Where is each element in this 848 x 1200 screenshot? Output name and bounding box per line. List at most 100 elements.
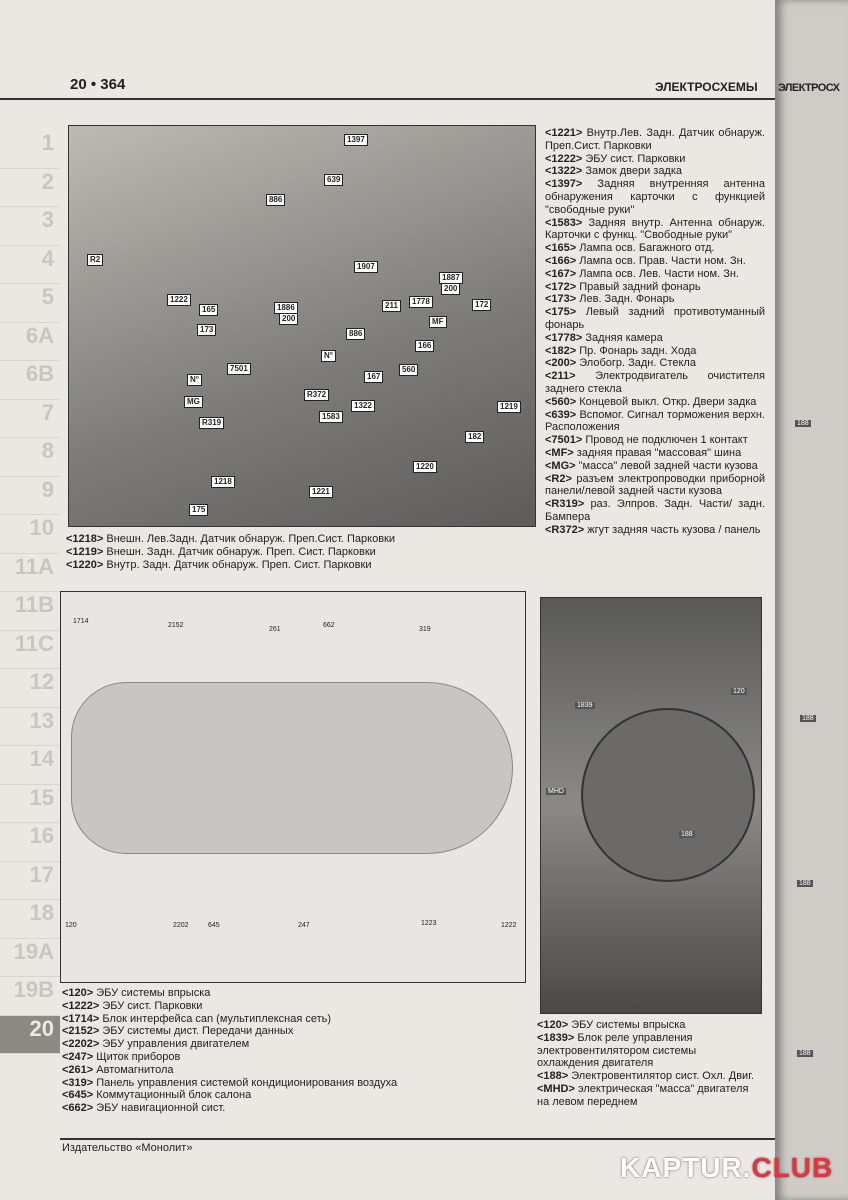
legend-text: Внутр. Задн. Датчик обнаруж. Преп. Сист.…	[106, 558, 372, 571]
legend-item: <MG> "масса" левой задней части кузова	[545, 460, 765, 473]
legend-code: <319>	[62, 1076, 94, 1089]
chapter-tab: 8	[0, 438, 60, 477]
legend-text: Замок двери задка	[585, 165, 683, 178]
legend-text: ЭБУ сист. Парковки	[585, 152, 686, 165]
legend-rear-sensors: <1218> Внешн. Лев.Задн. Датчик обнаруж. …	[66, 533, 395, 571]
legend-item: <261> Автомагнитола	[62, 1064, 397, 1077]
callout-label: 2202	[173, 922, 189, 929]
callout-label: 188	[797, 880, 813, 887]
legend-text: Задняя внутр. Антенна обнаруж. Карточки …	[545, 216, 765, 242]
watermark-part1: KAPTUR.	[620, 1152, 752, 1183]
chapter-tab: 18	[0, 900, 60, 939]
legend-item: <188> Электровентилятор сист. Охл. Двиг.	[537, 1070, 759, 1083]
legend-code: <120>	[62, 987, 94, 999]
callout-label: N°	[321, 350, 336, 362]
callout-label: 172	[472, 299, 492, 311]
legend-code: <1322>	[545, 165, 583, 178]
chapter-tab: 20	[0, 1015, 60, 1054]
legend-item: <639> Вспомог. Сигнал торможения верхн. …	[545, 409, 765, 435]
legend-code: <167>	[545, 267, 577, 280]
footer-rule	[60, 1138, 775, 1140]
callout-label: R2	[87, 254, 104, 266]
callout-label: 1839	[575, 702, 595, 709]
legend-text: Задняя камера	[585, 331, 663, 344]
legend-code: <1222>	[62, 999, 100, 1012]
legend-item: <1583> Задняя внутр. Антенна обнаруж. Ка…	[545, 217, 765, 243]
chapter-tab: 19A	[0, 939, 60, 977]
callout-label: 211	[382, 300, 401, 312]
chapter-tab: 1	[0, 130, 60, 169]
legend-ecu: <120> ЭБУ системы впрыска<1222> ЭБУ сист…	[62, 987, 397, 1115]
chapter-tab: 13	[0, 708, 60, 746]
callout-label: 886	[266, 194, 286, 206]
legend-code: <1218>	[66, 533, 104, 545]
legend-text: Провод не подключен 1 контакт	[585, 434, 748, 447]
legend-text: Автомагнитола	[96, 1063, 174, 1076]
legend-item: <211> Электродвигатель очистителя заднег…	[545, 370, 765, 396]
legend-rear-components: <1221> Внутр.Лев. Задн. Датчик обнаруж. …	[545, 127, 765, 537]
legend-code: <639>	[545, 408, 577, 421]
legend-item: <1322> Замок двери задка	[545, 165, 765, 178]
callout-label: 173	[197, 324, 217, 336]
legend-text: Внутр.Лев. Задн. Датчик обнаруж. Преп.Си…	[545, 127, 765, 152]
chapter-tab: 16	[0, 823, 60, 862]
callout-label: R372	[304, 389, 330, 401]
callout-label: 200	[441, 283, 461, 295]
legend-item: <MHD> электрическая "масса" двигателя на…	[537, 1083, 759, 1109]
legend-code: <200>	[545, 357, 577, 370]
legend-code: <R319>	[545, 498, 585, 511]
legend-item: <167> Лампа осв. Лев. Части ном. Зн.	[545, 268, 765, 281]
legend-text: ЭБУ системы впрыска	[96, 987, 211, 999]
chapter-tab: 5	[0, 284, 60, 323]
callout-label: 1223	[421, 920, 437, 927]
callout-label: 1219	[497, 401, 521, 413]
legend-item: <175> Левый задний противотуманный фонар…	[545, 306, 765, 332]
callout-label: 1583	[319, 411, 343, 423]
header-rule	[0, 98, 775, 100]
callout-label: 7501	[227, 363, 251, 375]
chapter-tab: 11A	[0, 554, 60, 592]
callout-label: 167	[364, 371, 384, 383]
watermark: KAPTUR.CLUB	[620, 1152, 833, 1184]
legend-item: <R372> жгут задняя часть кузова / панель	[545, 524, 765, 537]
legend-text: Лампа осв. Лев. Части ном. Зн.	[579, 267, 739, 280]
chapter-tab: 7	[0, 400, 60, 438]
callout-label: 319	[419, 626, 431, 633]
legend-text: Электродвигатель очистителя заднего стек…	[545, 370, 766, 395]
chapter-tab: 14	[0, 746, 60, 785]
legend-code: <1219>	[66, 545, 104, 558]
legend-item: <1222> ЭБУ сист. Парковки	[545, 153, 765, 166]
legend-code: <165>	[545, 242, 577, 255]
legend-item: <319> Панель управления системой кондици…	[62, 1077, 397, 1090]
legend-item: <1220> Внутр. Задн. Датчик обнаруж. Преп…	[66, 559, 395, 572]
chapter-tab: 15	[0, 785, 60, 823]
legend-code: <1583>	[545, 216, 583, 229]
callout-label: 188	[800, 715, 816, 722]
legend-code: <MF>	[545, 446, 574, 459]
callout-label: 166	[415, 340, 435, 352]
legend-item: <166> Лампа осв. Прав. Части ном. Зн.	[545, 255, 765, 268]
legend-item: <182> Пр. Фонарь задн. Хода	[545, 345, 765, 358]
legend-item: <172> Правый задний фонарь	[545, 281, 765, 294]
callout-label: 1222	[501, 922, 517, 929]
chapter-tab: 11C	[0, 631, 60, 669]
callout-label: MHD	[546, 788, 566, 795]
legend-code: <1220>	[66, 558, 104, 571]
legend-text: задняя правая "массовая" шина	[576, 446, 742, 459]
callout-label: 560	[399, 364, 419, 376]
legend-item: <200> Элобогр. Задн. Стекла	[545, 357, 765, 370]
section-title: ЭЛЕКТРОСХЕМЫ	[655, 80, 758, 94]
legend-code: <1839>	[537, 1031, 575, 1044]
callout-label: 886	[346, 328, 366, 340]
legend-item: <1397> Задняя внутренняя антенна обнаруж…	[545, 178, 765, 216]
callout-label: R319	[199, 417, 225, 429]
chapter-tab: 12	[0, 669, 60, 708]
legend-text: ЭБУ системы дист. Передачи данных	[102, 1025, 294, 1038]
legend-text: Блок реле управления электровентилятором…	[537, 1031, 697, 1070]
callout-label: 188	[797, 1050, 813, 1057]
legend-text: разъем электропроводки приборной панели/…	[545, 472, 766, 498]
legend-code: <120>	[537, 1019, 569, 1031]
